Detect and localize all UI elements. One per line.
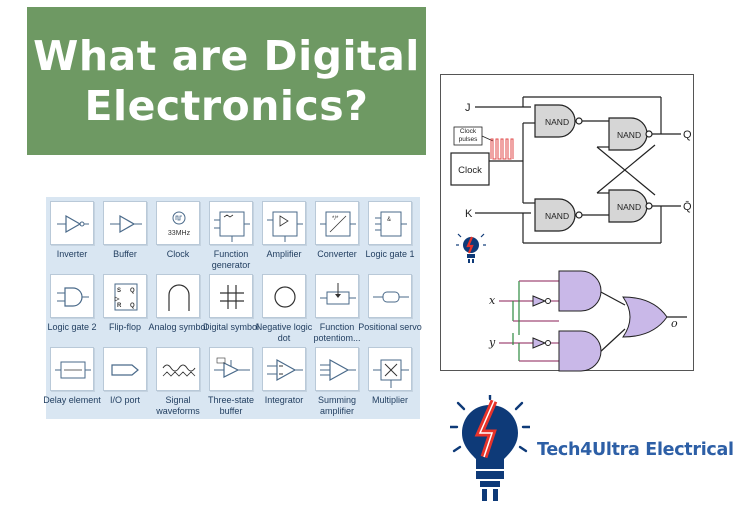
palette-item-label: Signal waveforms — [156, 395, 200, 416]
digital-symbol-icon — [209, 274, 253, 318]
multiplier-icon — [368, 347, 412, 391]
output-q-label: Q — [683, 129, 692, 141]
clock-frequency: 33MHz — [168, 230, 191, 237]
svg-text:Q: Q — [130, 303, 135, 309]
io-port-icon — [103, 347, 147, 391]
svg-text:S: S — [117, 288, 121, 294]
inverter-icon — [50, 201, 94, 245]
output-o-label: o — [671, 317, 678, 330]
palette-item-label: Digital symbol — [202, 322, 260, 332]
circuit-diagram-panel: NAND NAND NAND NAND J K Q Q̄ Clock pulse… — [440, 74, 694, 372]
palette-item-label: Multiplier — [371, 395, 408, 405]
palette-item-label: Inverter — [56, 249, 88, 259]
function-generator-icon — [209, 201, 253, 245]
integrator-icon — [262, 347, 306, 391]
svg-text:*/*: */* — [332, 216, 339, 222]
palette-item-label: Flip-flop — [108, 322, 141, 332]
palette-item-label: Logic gate 2 — [47, 322, 97, 332]
output-qbar-label: Q̄ — [683, 200, 692, 213]
svg-text:R: R — [117, 303, 122, 309]
nand-gate-2-label: NAND — [545, 211, 569, 221]
signal-waveforms-icon — [156, 347, 200, 391]
palette-item-label: Converter — [317, 249, 357, 259]
palette-item-label: Function potentiom... — [313, 322, 361, 343]
summing-amplifier-icon — [315, 347, 359, 391]
analog-symbol-icon — [156, 274, 200, 318]
negative-logic-dot-icon — [262, 274, 306, 318]
palette-item-label: Buffer — [113, 249, 137, 259]
palette-item-label: Clock — [166, 249, 190, 259]
title-banner: What are Digital Electronics? — [27, 7, 426, 155]
input-j-label: J — [465, 102, 471, 114]
clock-icon: 33MHz — [156, 201, 200, 245]
nand-gate-3-label: NAND — [617, 130, 641, 140]
palette-item-label: Function generator — [211, 249, 251, 270]
svg-text:&: & — [387, 217, 391, 223]
input-x-label: x — [489, 294, 496, 307]
palette-item-label: Amplifier — [266, 249, 302, 259]
clock-box-label: Clock — [458, 165, 482, 176]
function-potentiometer-icon — [315, 274, 359, 318]
palette-item-label: Three-state buffer — [207, 395, 255, 416]
palette-item-label: Positional servo — [358, 322, 422, 332]
palette-item-label: Delay element — [43, 395, 101, 405]
delay-element-icon — [50, 347, 94, 391]
palette-item-label: Logic gate 1 — [365, 249, 415, 259]
lightbulb-icon-small — [456, 233, 486, 263]
palette-item-label: Analog symbol — [148, 322, 208, 332]
lightbulb-icon — [448, 393, 532, 501]
palette-item-label: Negative logic dot — [255, 322, 313, 343]
positional-servo-icon — [368, 274, 412, 318]
palette-item-label: Summing amplifier — [317, 395, 356, 416]
symbol-palette: Inverter Buffer 33MHz Clock Function gen… — [43, 197, 422, 419]
nand-gate-4-label: NAND — [617, 202, 641, 212]
title-line-2: Electronics? — [84, 82, 369, 130]
flip-flop-icon: S Q R Q — [103, 274, 147, 318]
brand-name: Tech4Ultra Electrical — [537, 440, 734, 460]
palette-item-label: Integrator — [264, 395, 304, 405]
amplifier-icon — [262, 201, 306, 245]
input-y-label: y — [488, 336, 496, 349]
title-line-1: What are Digital — [33, 32, 420, 80]
clock-pulses-label: Clock pulses — [458, 128, 478, 143]
converter-icon: */* — [315, 201, 359, 245]
palette-item-label: I/O port — [109, 395, 140, 405]
buffer-icon — [103, 201, 147, 245]
logic-gate-2-icon — [50, 274, 94, 318]
nand-gate-1-label: NAND — [545, 117, 569, 127]
three-state-buffer-icon — [209, 347, 253, 391]
input-k-label: K — [465, 208, 473, 220]
logic-gate-1-icon: & — [368, 201, 412, 245]
svg-text:Q: Q — [130, 288, 135, 294]
brand-logo — [448, 393, 532, 510]
